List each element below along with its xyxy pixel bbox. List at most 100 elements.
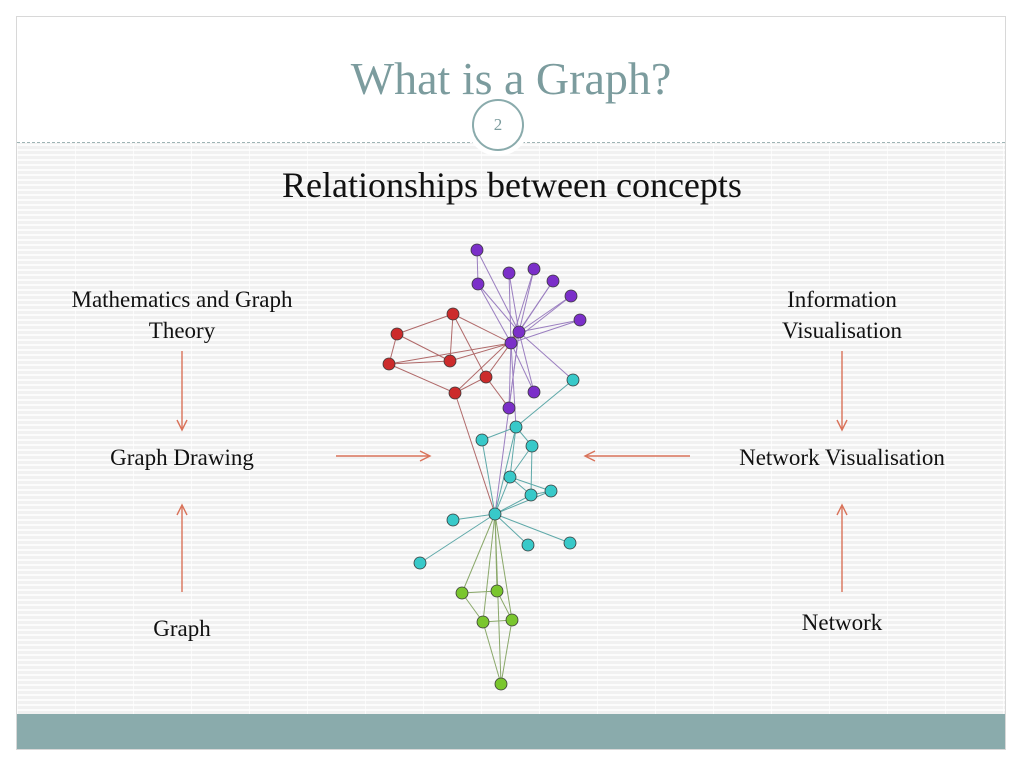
graph-edge xyxy=(494,426,517,515)
graph-edge xyxy=(396,313,454,335)
graph-edge xyxy=(388,363,456,394)
graph-node-purple xyxy=(502,266,516,280)
graph-edge xyxy=(494,490,552,515)
graph-edge xyxy=(494,513,513,621)
slide-number-badge: 2 xyxy=(467,94,529,156)
graph-edge xyxy=(509,476,552,492)
graph-node-green xyxy=(490,584,504,598)
label-info-line1: Information xyxy=(787,287,897,312)
graph-edge xyxy=(476,249,520,333)
graph-node-red xyxy=(382,357,396,371)
label-graph: Graph xyxy=(153,616,211,641)
slide-title: What is a Graph? xyxy=(350,53,672,104)
graph-edge xyxy=(494,476,511,515)
label-math-line2: Theory xyxy=(148,318,216,343)
graph-edge xyxy=(510,319,581,344)
graph-node-cyan xyxy=(566,373,580,387)
arrow-network-to-network-vis xyxy=(836,503,848,592)
graph-node-purple xyxy=(512,325,526,339)
graph-node-purple xyxy=(527,262,541,276)
graph-node-cyan xyxy=(521,538,535,552)
slide-number: 2 xyxy=(472,99,524,151)
graph-edge xyxy=(477,283,512,344)
graph-edge xyxy=(500,619,513,685)
graph-nodes xyxy=(382,243,587,691)
graph-edge xyxy=(518,280,554,333)
graph-edge xyxy=(518,331,574,381)
graph-edge xyxy=(508,342,512,409)
graph-edge xyxy=(494,494,532,515)
graph-node-cyan xyxy=(509,420,523,434)
graph-edge xyxy=(494,513,529,546)
graph-edge xyxy=(515,379,574,428)
graph-node-red xyxy=(390,327,404,341)
label-mathematics-graph-theory: Mathematics and Graph Theory xyxy=(32,284,332,346)
graph-node-cyan xyxy=(525,439,539,453)
graph-edge xyxy=(494,331,520,515)
graph-node-green xyxy=(494,677,508,691)
label-math-line1: Mathematics and Graph xyxy=(71,287,293,312)
graph-edge xyxy=(452,513,496,521)
graph-edge xyxy=(494,513,571,544)
graph-edge xyxy=(518,319,581,333)
arrow-info-to-network-vis xyxy=(836,351,848,432)
graph-edge xyxy=(510,342,535,393)
graph-edge xyxy=(454,392,496,515)
graph-edge xyxy=(481,439,496,515)
graph-edge xyxy=(485,376,510,409)
graph-node-purple xyxy=(527,385,541,399)
graph-node-red xyxy=(446,307,460,321)
graph-edge xyxy=(477,283,520,333)
graph-node-green xyxy=(455,586,469,600)
arrow-math-to-drawing xyxy=(176,351,188,432)
arrow-graph-to-drawing xyxy=(176,503,188,592)
graph-node-red xyxy=(479,370,493,384)
graph-node-purple xyxy=(471,277,485,291)
graph-edge xyxy=(508,272,512,344)
graph-node-purple xyxy=(564,289,578,303)
graph-edge xyxy=(530,445,533,496)
arrow-network-vis-to-network-image xyxy=(583,450,690,462)
graph-node-cyan xyxy=(446,513,460,527)
slide-subtitle: Relationships between concepts xyxy=(282,165,742,205)
arrow-drawing-to-network-image xyxy=(336,450,432,462)
graph-edge xyxy=(510,342,517,428)
graph-edge xyxy=(452,313,487,378)
graph-edge xyxy=(388,360,451,365)
graph-node-cyan xyxy=(413,556,427,570)
graph-edge xyxy=(482,513,496,623)
graph-node-purple xyxy=(470,243,484,257)
graph-edge xyxy=(388,342,512,365)
slide-footer-bar xyxy=(17,714,1005,749)
graph-edge xyxy=(518,295,572,333)
graph-edge xyxy=(518,268,535,333)
graph-node-cyan xyxy=(488,507,502,521)
graph-node-cyan xyxy=(544,484,558,498)
graph-node-red xyxy=(448,386,462,400)
label-network-visualisation: Network Visualisation xyxy=(739,445,945,470)
graph-edge xyxy=(482,621,502,685)
graph-edge xyxy=(419,513,496,564)
graph-node-purple xyxy=(546,274,560,288)
graph-edge xyxy=(518,331,535,393)
label-graph-drawing: Graph Drawing xyxy=(110,445,254,470)
graph-edge xyxy=(509,426,517,478)
graph-edge xyxy=(452,313,512,344)
graph-node-green xyxy=(476,615,490,629)
graph-node-cyan xyxy=(524,488,538,502)
graph-edge xyxy=(461,513,496,594)
graph-node-purple xyxy=(502,401,516,415)
graph-node-cyan xyxy=(563,536,577,550)
graph-edges xyxy=(388,249,581,685)
graph-edge xyxy=(494,513,502,685)
graph-node-green xyxy=(505,613,519,627)
graph-node-purple xyxy=(504,336,518,350)
graph-edge xyxy=(449,342,512,362)
label-info-line2: Visualisation xyxy=(782,318,902,343)
label-information-visualisation: Information Visualisation xyxy=(712,284,972,346)
graph-node-cyan xyxy=(503,470,517,484)
graph-node-cyan xyxy=(475,433,489,447)
graph-edge xyxy=(449,313,454,362)
